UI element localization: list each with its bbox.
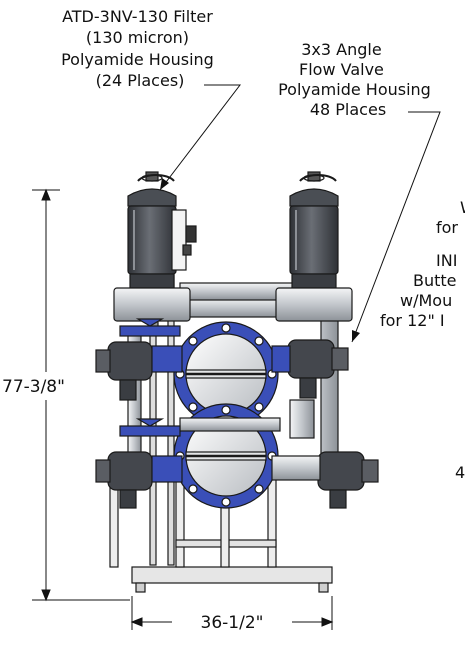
callout-filter: ATD-3NV-130 Filter (130 micron) Polyamid…	[61, 7, 219, 90]
callout-right-partial-1: W for	[436, 198, 465, 237]
angle-valve-right-upper	[271, 339, 349, 399]
angle-valve-left-lower	[95, 418, 183, 509]
height-dimension	[32, 188, 130, 602]
butterfly-valve-upper	[173, 321, 279, 427]
callout-valve: 3x3 Angle Flow Valve Polyamide Housing 4…	[278, 40, 436, 119]
arrowhead	[160, 178, 169, 190]
callout-right-partial-3: 4	[455, 463, 465, 482]
base-skid	[131, 566, 333, 584]
width-dimension-label: 36-1/2"	[201, 613, 264, 633]
width-dimension	[130, 596, 334, 630]
angle-valve-left-upper	[95, 318, 183, 401]
arrowhead	[352, 330, 360, 342]
filter-left	[113, 171, 191, 336]
control-panel	[171, 209, 197, 271]
angle-valve-right-lower	[271, 451, 379, 509]
callout-right-partial-2: INI Butte w/Mou for 12" I	[380, 251, 463, 330]
height-dimension-label: 77-3/8"	[2, 377, 65, 397]
filter-right	[275, 171, 353, 322]
leader-lines	[159, 84, 441, 343]
